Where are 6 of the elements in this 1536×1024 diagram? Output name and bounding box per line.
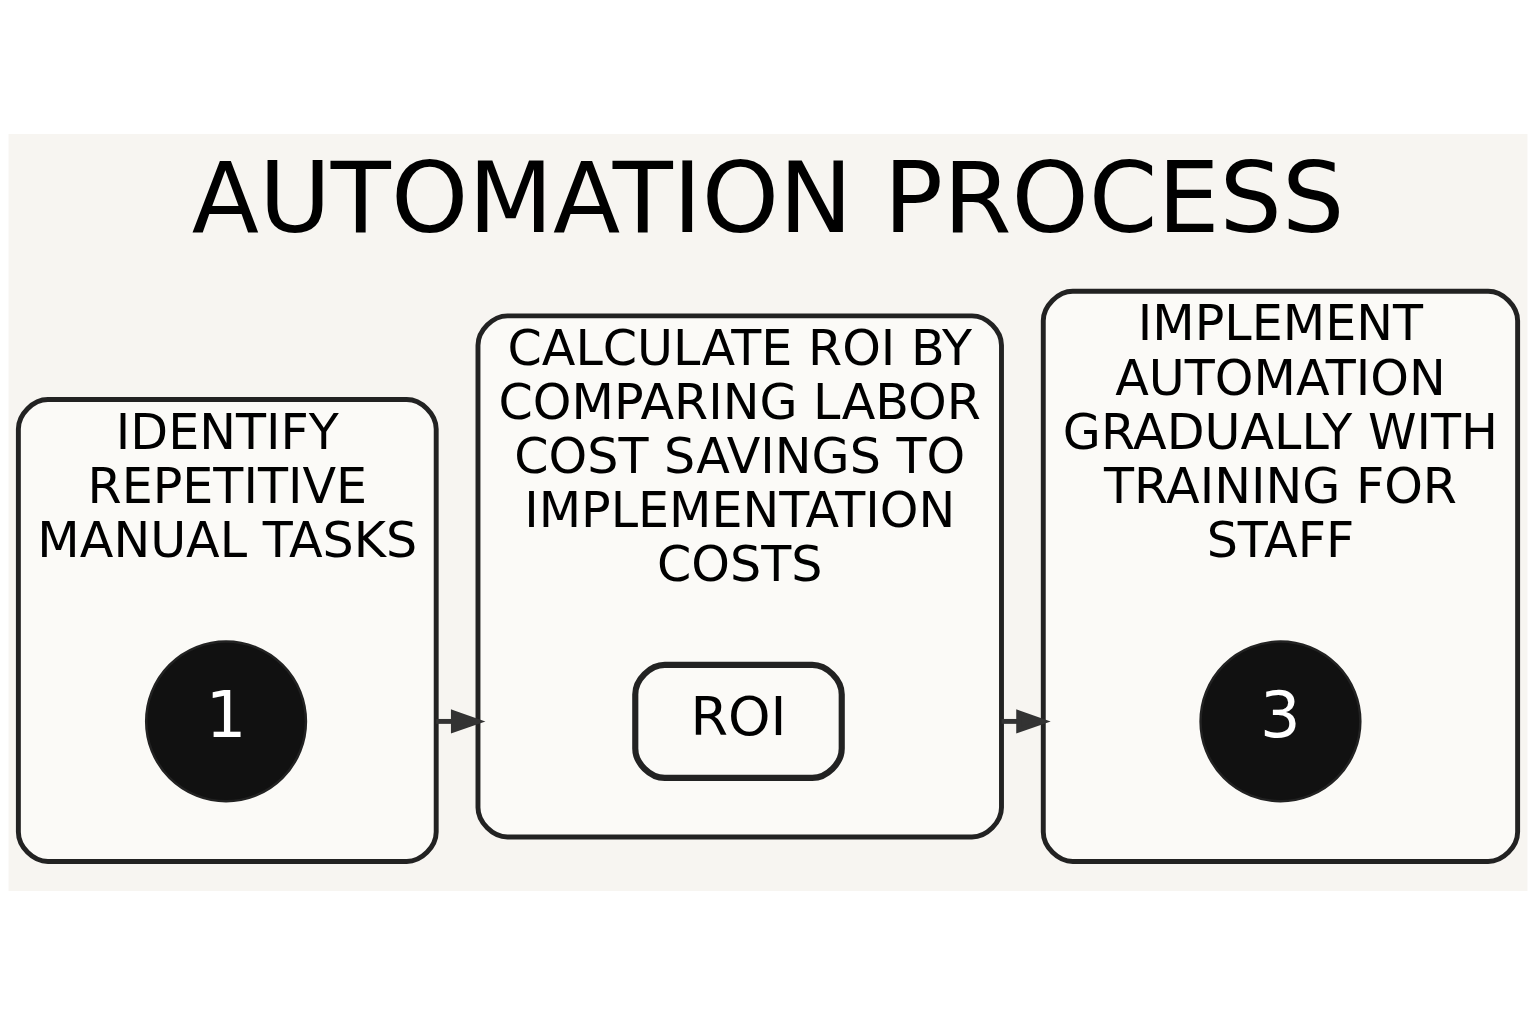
- node-circle: 1: [144, 639, 308, 802]
- diagram-title: AUTOMATION PROCESS: [191, 140, 1345, 255]
- node-box: ROI: [632, 661, 845, 781]
- node-circle: 3: [1199, 639, 1362, 802]
- arrow: [436, 708, 486, 733]
- arrow: [1001, 708, 1051, 733]
